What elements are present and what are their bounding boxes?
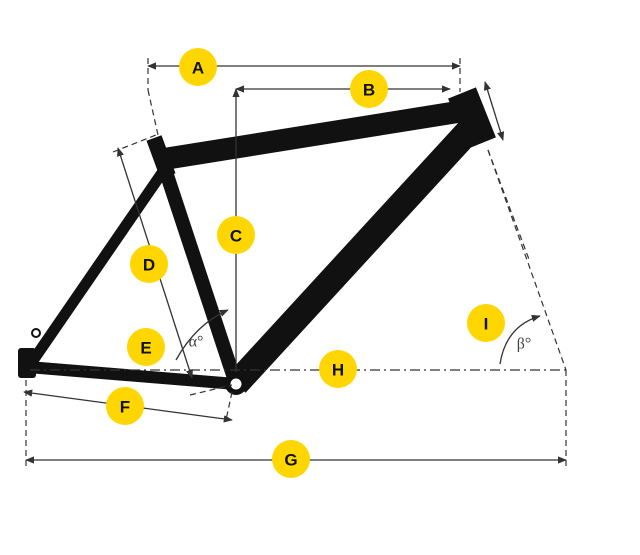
svg-text:H: H: [332, 361, 344, 380]
dim-f-right-ext: [225, 391, 233, 421]
badge-i: I: [467, 304, 505, 342]
dropout-eyelet: [31, 328, 41, 338]
svg-text:E: E: [140, 339, 151, 358]
bb-drop-ext: [189, 384, 233, 396]
badge-h: H: [319, 350, 357, 388]
head-tube: [448, 87, 496, 149]
svg-text:B: B: [363, 81, 375, 100]
svg-text:I: I: [484, 315, 489, 334]
badge-a: A: [179, 48, 217, 86]
alpha-arc: [175, 309, 229, 361]
badge-d: D: [130, 245, 168, 283]
svg-text:G: G: [284, 451, 297, 470]
svg-text:D: D: [143, 256, 155, 275]
badge-c: C: [217, 216, 255, 254]
badge-g: G: [272, 440, 310, 478]
rear-dropout: [18, 348, 36, 378]
head-tube-length-line: [483, 81, 505, 141]
steering-axis-projection: [487, 149, 567, 371]
badge-f: F: [106, 387, 144, 425]
down-tube: [226, 116, 484, 393]
beta-arc: [499, 314, 541, 365]
beta-label: β°: [517, 336, 532, 353]
alpha-label: α°: [189, 334, 204, 351]
svg-text:A: A: [192, 59, 204, 78]
svg-text:F: F: [120, 398, 130, 417]
bottom-bracket-hole: [229, 377, 243, 391]
top-tube: [156, 99, 472, 171]
top-tube-projection: [147, 89, 159, 136]
badge-b: B: [350, 70, 388, 108]
dim-d-top-ext: [112, 134, 157, 153]
badge-e: E: [127, 328, 165, 366]
svg-text:C: C: [230, 227, 242, 246]
head-angle-ref: [487, 149, 531, 263]
seat-collar: [146, 135, 176, 179]
